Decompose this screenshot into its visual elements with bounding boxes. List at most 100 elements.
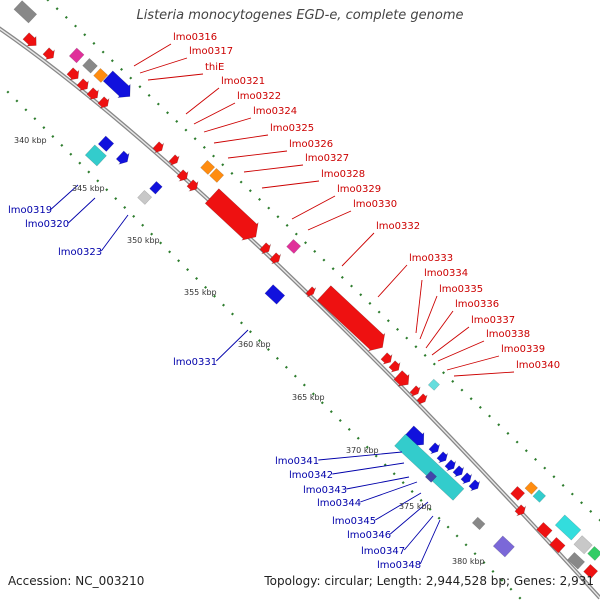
- reverse-gene-shape: [264, 284, 286, 305]
- forward-gene-shape: [86, 87, 99, 100]
- outer-tick: [331, 267, 335, 271]
- cyan-gene-shape: [84, 144, 107, 167]
- outer-tick: [488, 414, 492, 418]
- leader-line: [360, 481, 418, 503]
- outer-tick: [304, 241, 308, 245]
- forward-gene: [305, 286, 317, 298]
- forward-gene-shape: [549, 536, 566, 554]
- gene-label-lmo0334: lmo0334: [424, 268, 468, 279]
- reverse-gene-shape: [436, 451, 449, 464]
- leader-line: [203, 117, 252, 133]
- leader-line-layer: [50, 43, 515, 565]
- leader-line: [193, 102, 236, 125]
- gene-label-lmo0320: lmo0320: [25, 219, 69, 230]
- forward-gene-shape: [22, 32, 37, 47]
- gene-label-lmo0345: lmo0345: [332, 516, 376, 527]
- outer-tick: [561, 483, 565, 487]
- gene-label-lmo0336: lmo0336: [455, 299, 499, 310]
- summary-footer: Topology: circular; Length: 2,944,528 bp…: [264, 574, 594, 588]
- grey-gene-shape: [567, 551, 586, 570]
- leader-line: [213, 134, 269, 144]
- outer-tick: [396, 327, 400, 331]
- inner-tick: [311, 392, 315, 396]
- gene-label-lmo0340: lmo0340: [516, 360, 560, 371]
- kbp-label: 360 kbp: [238, 340, 271, 349]
- forward-gene: [409, 385, 421, 397]
- reverse-gene: [428, 442, 441, 455]
- inner-tick: [42, 126, 46, 130]
- gene-label-lmo0343: lmo0343: [303, 485, 347, 496]
- forward-gene-shape: [305, 286, 317, 298]
- forward-gene: [76, 78, 89, 91]
- inner-tick: [509, 587, 513, 591]
- forward-gene-shape: [316, 285, 386, 352]
- gene-label-lmo0347: lmo0347: [361, 546, 405, 557]
- cyan-gene-shape: [394, 433, 465, 501]
- leader-line: [291, 195, 336, 220]
- forward-gene: [316, 285, 386, 352]
- reverse-gene: [436, 451, 449, 464]
- tick-layer: [6, 0, 600, 600]
- outer-tick: [543, 466, 547, 470]
- gene-label-lmo0342: lmo0342: [289, 470, 333, 481]
- inner-tick: [410, 490, 414, 494]
- grey-gene-shape: [13, 0, 38, 24]
- forward-gene: [259, 242, 272, 255]
- green-gene-shape: [587, 545, 600, 561]
- inner-tick: [150, 232, 154, 236]
- orange-gene: [200, 159, 216, 175]
- orange-gene-shape: [200, 159, 216, 175]
- gene-label-lmo0319: lmo0319: [8, 205, 52, 216]
- outer-tick: [138, 85, 142, 89]
- leader-line: [215, 329, 249, 362]
- forward-gene-shape: [514, 504, 527, 517]
- outer-tick: [432, 362, 436, 366]
- outer-tick: [74, 24, 78, 28]
- orange-gene: [524, 481, 539, 495]
- outer-tick: [350, 284, 354, 288]
- forward-gene: [168, 154, 180, 166]
- inner-tick: [33, 117, 37, 121]
- reverse-gene: [149, 180, 163, 195]
- leader-line: [261, 180, 320, 189]
- forward-gene-shape: [269, 252, 282, 265]
- leader-line: [147, 73, 204, 81]
- outer-tick: [267, 206, 271, 210]
- gene-label-thiE: thiE: [205, 62, 224, 73]
- forward-gene: [393, 370, 410, 387]
- green-gene: [587, 545, 600, 561]
- forward-gene: [583, 563, 599, 579]
- inner-tick: [419, 498, 423, 502]
- gene-label-lmo0324: lmo0324: [253, 106, 297, 117]
- inner-tick: [500, 578, 504, 582]
- forward-gene: [152, 141, 165, 154]
- grey-gene-shape: [82, 57, 98, 74]
- inner-tick: [78, 161, 82, 165]
- orange-gene: [93, 67, 109, 83]
- orange-gene-shape: [93, 67, 109, 83]
- inner-tick: [24, 108, 28, 112]
- outer-tick: [423, 353, 427, 357]
- reverse-gene: [264, 284, 286, 305]
- outer-tick: [55, 7, 59, 11]
- grey-gene: [471, 516, 486, 531]
- leader-line: [307, 210, 352, 231]
- forward-gene: [388, 360, 401, 373]
- inner-tick: [168, 250, 172, 254]
- accession-footer: Accession: NC_003210: [8, 574, 145, 588]
- reverse-gene: [97, 135, 115, 152]
- inner-tick: [455, 534, 459, 538]
- outer-tick: [377, 310, 381, 314]
- gene-label-lmo0341: lmo0341: [275, 456, 319, 467]
- forward-gene: [42, 47, 55, 60]
- grey-gene-shape: [471, 516, 486, 531]
- outer-tick: [386, 319, 390, 323]
- magenta-gene: [286, 238, 302, 254]
- forward-gene-shape: [66, 67, 80, 81]
- outer-tick: [276, 215, 280, 219]
- gene-label-lmo0330: lmo0330: [353, 199, 397, 210]
- forward-gene-shape: [510, 485, 526, 501]
- inner-tick: [204, 285, 208, 289]
- leader-line: [419, 295, 438, 340]
- magenta-gene: [68, 47, 85, 64]
